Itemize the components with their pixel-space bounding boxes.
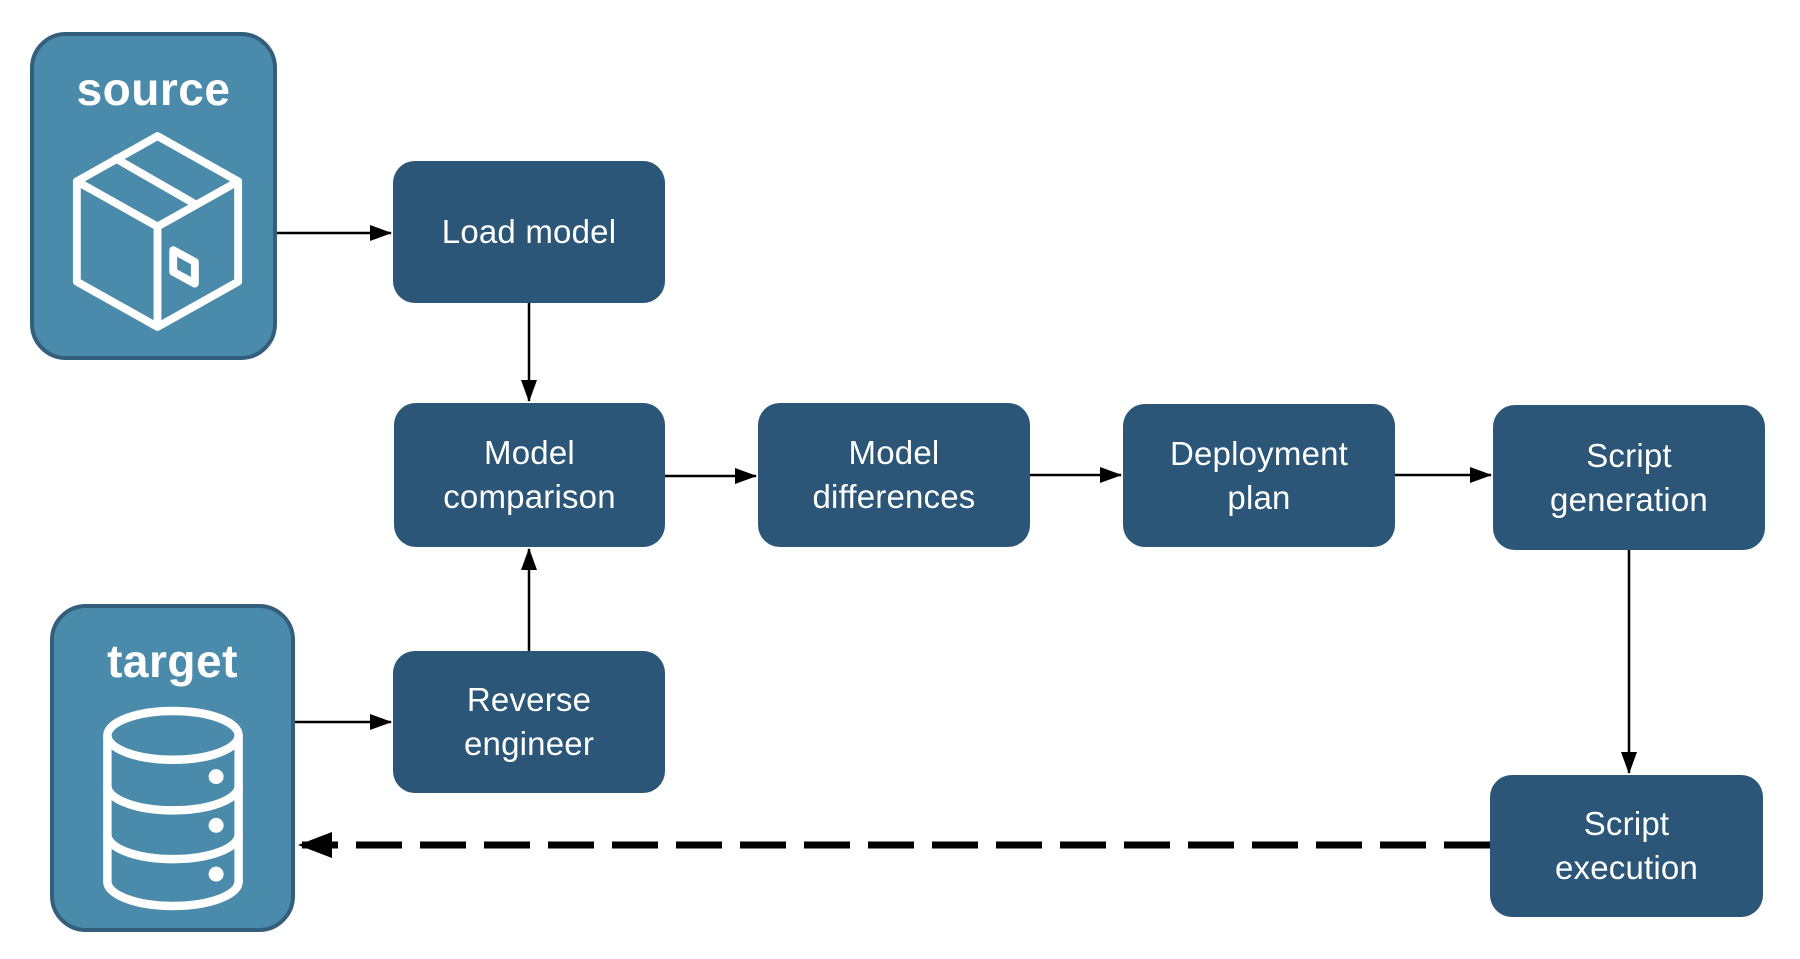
node-load-model: Load model xyxy=(393,161,665,303)
node-label: engineer xyxy=(463,725,595,762)
source-container: source xyxy=(30,32,277,360)
node-label: Deployment xyxy=(1169,434,1349,472)
database-cylinder-icon xyxy=(103,706,243,911)
node-deployment-plan: Deployment plan xyxy=(1123,404,1395,547)
target-label: target xyxy=(107,635,238,687)
node-label: Load model xyxy=(441,213,617,251)
node-model-comparison: Model comparison xyxy=(394,403,665,547)
node-label: plan xyxy=(1227,478,1291,516)
node-model-differences: Model differences xyxy=(758,403,1030,547)
node-label: Model xyxy=(484,434,575,472)
package-box-icon xyxy=(72,132,243,331)
source-label: source xyxy=(76,63,231,115)
node-reverse-engineer: Reverse engineer xyxy=(393,651,665,793)
node-label: Script xyxy=(1583,805,1670,843)
node-label: comparison xyxy=(443,478,616,515)
node-label: execution xyxy=(1554,849,1699,886)
node-label: differences xyxy=(812,478,976,515)
node-label: Reverse xyxy=(466,681,592,719)
node-label: Script xyxy=(1586,436,1672,474)
node-script-execution: Script execution xyxy=(1490,775,1763,917)
target-container: target xyxy=(50,604,295,932)
node-label: Model xyxy=(848,434,940,472)
node-script-generation: Script generation xyxy=(1493,405,1765,550)
node-label: generation xyxy=(1550,480,1708,518)
